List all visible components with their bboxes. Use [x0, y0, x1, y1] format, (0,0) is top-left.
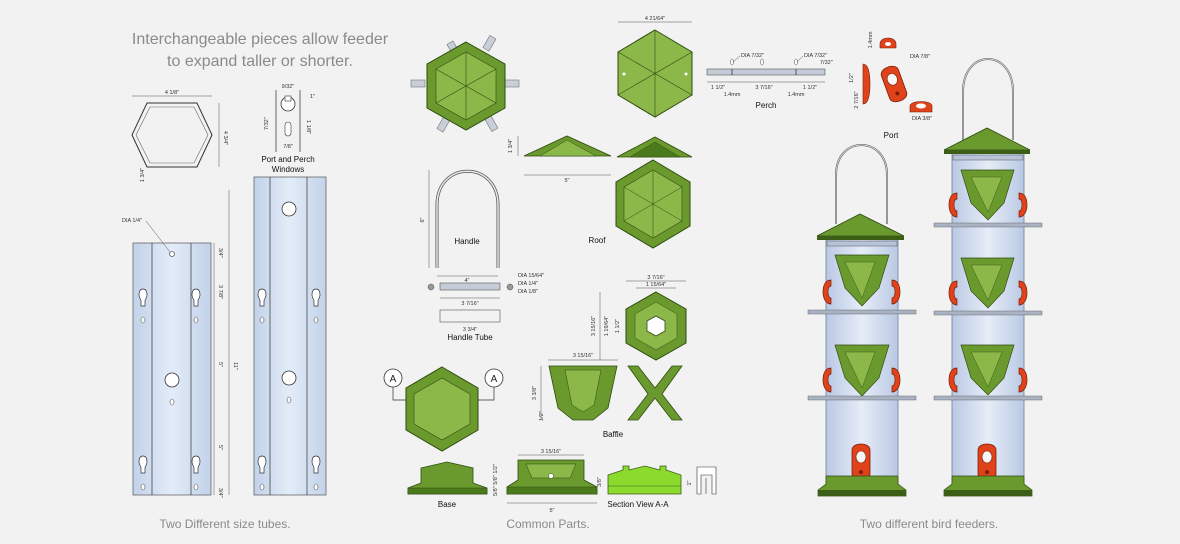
dim-perch-c: 1 1/2"	[803, 85, 817, 91]
label-perch: Perch	[756, 101, 777, 110]
dim-perch-dia2: DIA 7/32"	[804, 53, 827, 59]
caption-feeders: Two different bird feeders.	[860, 517, 999, 531]
dim-port-c: DIA 7/8"	[910, 54, 930, 60]
base-part: 5/8" 5/8" 1/2" Base	[407, 461, 499, 509]
headline-line-1: Interchangeable pieces allow feeder	[132, 31, 389, 48]
section-marker-right	[484, 368, 504, 388]
label-roof: Roof	[589, 236, 607, 245]
dim-tube1-total: 11"	[232, 362, 238, 370]
section-marker-right-label: A	[491, 374, 498, 385]
dim-perch-d: 1.4mm	[724, 92, 741, 98]
dim-perch-dia1: DIA 7/32"	[741, 53, 764, 59]
headline-line-2: to expand taller or shorter.	[167, 53, 353, 70]
dim-tube1-d: 5"	[217, 445, 223, 450]
dim-ht-dia1: DIA 15/64"	[518, 273, 544, 279]
handle-part: 6" Handle 4"	[420, 169, 500, 284]
dim-baffle-h3: 1 1/2"	[615, 319, 621, 333]
dim-window-width: 9/32"	[282, 84, 295, 90]
hexagon-tube-profile: 4 1/8" 4 3/4" 1 3/4"	[131, 90, 228, 182]
dim-hex-small: 1 3/4"	[140, 168, 146, 182]
dim-window-d: 1"	[310, 94, 315, 100]
dim-baffle-h1: 3 15/16"	[591, 316, 597, 336]
baffle-section-view: A A	[383, 366, 504, 452]
port-perch-window-detail: 9/32" 1" 1 1/8" 7/32" 7/8" Port and Perc…	[261, 84, 315, 174]
label-port-perch-windows-1: Port and Perch	[261, 155, 314, 164]
section-marker-left-label: A	[390, 374, 397, 385]
top-view-feeder	[410, 35, 520, 133]
dim-section-h: 3/8"	[597, 477, 603, 487]
label-port-perch-windows-2: Windows	[272, 165, 304, 174]
label-port: Port	[884, 131, 899, 140]
port-part: 1.4mm 1/2" 2 7/16" DIA 7/8" DIA 3/8" Por…	[849, 31, 933, 140]
roof-side-views: 1 3/4" 5"	[508, 135, 693, 184]
dim-roof-height: 1 3/4"	[508, 139, 514, 153]
dim-handle-height: 6"	[420, 217, 426, 222]
dim-perch-b: 3 7/16"	[755, 85, 772, 91]
dim-base-h: 5/8" 5/8" 1/2"	[493, 464, 499, 496]
dim-baffle-w1: 3 7/16"	[647, 275, 664, 281]
dim-roof-width: 4 21/64"	[645, 16, 665, 22]
section-view-part: 3/8" Section View A-A 1"	[597, 465, 717, 509]
caption-common: Common Parts.	[506, 517, 589, 531]
dim-perch-f: 7/32"	[820, 60, 833, 66]
dim-baffle-w3: 3 15/16"	[573, 353, 593, 359]
caption-tubes: Two Different size tubes.	[159, 517, 290, 531]
baffle-top-view: 3 7/16" 1 15/64" 3 15/16" 1 19/64" 1 1/2…	[591, 275, 687, 361]
baffle-side-views: 3 15/16" 3 3/8" 1/2" Baffle	[532, 353, 683, 439]
dim-hex-width: 4 1/8"	[165, 90, 179, 96]
dim-base-w1: 3 15/16"	[541, 449, 561, 455]
dim-port-d: DIA 3/8"	[912, 116, 932, 122]
dim-baffle-h5: 1/2"	[539, 411, 545, 421]
dim-window-height: 1 1/8"	[305, 120, 311, 134]
dim-perch-e: 1.4mm	[788, 92, 805, 98]
dim-tube1-a: 3/4"	[217, 248, 223, 258]
dim-port-b: 2 7/16"	[854, 91, 860, 108]
dim-ht-dia3: DIA 1/8"	[518, 289, 538, 295]
feeder-short	[807, 144, 917, 497]
dim-ht-len2: 3 3/4"	[463, 327, 477, 333]
dim-dia-quarter: DIA 1/4"	[122, 218, 142, 224]
feeder-tall	[933, 58, 1043, 497]
dim-hex-side: 4 3/4"	[222, 131, 228, 145]
roof-top-view: 4 21/64"	[617, 16, 693, 118]
dim-baffle-w2: 1 15/64"	[646, 282, 666, 288]
dim-ht-dia2: DIA 1/4"	[518, 281, 538, 287]
dim-ht-len1: 3 7/16"	[461, 301, 478, 307]
label-section-view: Section View A-A	[607, 500, 669, 509]
dim-roof-side: 5"	[564, 178, 569, 184]
label-base: Base	[438, 500, 457, 509]
dim-port-e: 1.4mm	[868, 31, 874, 48]
label-handle-tube: Handle Tube	[447, 333, 493, 342]
dim-perch-a: 1 1/2"	[711, 85, 725, 91]
dim-tube1-e: 3/4"	[217, 488, 223, 498]
dim-port-a: 1/2"	[849, 73, 855, 83]
label-baffle: Baffle	[603, 430, 624, 439]
dim-base-w2: 5"	[549, 508, 554, 514]
dim-tube1-b: 3 7/8"	[217, 285, 223, 299]
dim-window-small: 7/32"	[264, 117, 270, 130]
dim-section-small: 1"	[687, 480, 693, 485]
short-tube: DIA 1/4" 3/4" 3 7/8" 5" 5" 3/4"	[122, 218, 223, 498]
label-handle: Handle	[454, 237, 480, 246]
dim-handle-width: 4"	[464, 278, 469, 284]
perch-part: DIA 7/32" DIA 7/32" 7/32" 1 1/2" 3 7/16"…	[706, 53, 833, 110]
roof-underside: Roof	[589, 159, 691, 249]
base-side-part: 3 15/16" 5"	[506, 449, 598, 514]
handle-tube-part: DIA 15/64" DIA 1/4" DIA 1/8" 3 7/16" 3 3…	[427, 273, 544, 342]
dim-window-base: 7/8"	[283, 144, 293, 150]
dim-tube1-c: 5"	[217, 362, 223, 367]
dim-baffle-h2: 1 19/64"	[604, 316, 610, 336]
tall-tube: 11"	[228, 176, 327, 496]
dim-baffle-h4: 3 3/8"	[532, 386, 538, 400]
section-marker-left	[383, 368, 403, 388]
